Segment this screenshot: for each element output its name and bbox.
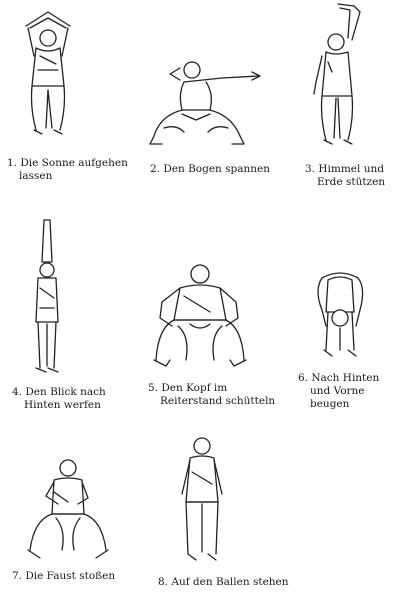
caption-3-line2: Erde stützen (317, 176, 386, 188)
caption-6-line3: beugen (310, 398, 350, 410)
caption-5-line1: 5. Den Kopf im (148, 382, 228, 394)
caption-7-line1: 7. Die Faust stoßen (12, 570, 116, 582)
caption-8: 8. Auf den Ballen stehen (158, 576, 289, 589)
caption-1-line2: lassen (19, 170, 53, 182)
figure-6-bend-forward (310, 268, 372, 360)
caption-3: 3. Himmel und Erde stützen (305, 163, 385, 189)
figure-8-stand-on-toes (174, 436, 232, 566)
caption-7: 7. Die Faust stoßen (12, 570, 115, 583)
figure-5-horse-stance (150, 262, 248, 370)
caption-1: 1. Die Sonne aufgehen lassen (7, 157, 128, 183)
caption-4-line1: 4. Den Blick nach (12, 386, 106, 398)
caption-3-line1: 3. Himmel und (305, 163, 384, 175)
figure-2-drawing-bow (140, 58, 265, 148)
caption-6: 6. Nach Hinten und Vorne beugen (298, 372, 379, 411)
caption-4-line2: Hinten werfen (24, 399, 101, 411)
caption-1-line1: 1. Die Sonne aufgehen (7, 157, 128, 169)
caption-4: 4. Den Blick nach Hinten werfen (12, 386, 106, 412)
figure-1-arms-overhead (18, 8, 78, 143)
caption-2-line1: 2. Den Bogen spannen (150, 163, 271, 175)
caption-8-line1: 8. Auf den Ballen stehen (158, 576, 289, 588)
caption-2: 2. Den Bogen spannen (150, 163, 270, 176)
figure-4-look-back (28, 218, 68, 378)
figure-7-punch (22, 458, 112, 566)
figure-3-heaven-earth (308, 0, 370, 150)
caption-5: 5. Den Kopf im Reiterstand schütteln (148, 382, 275, 408)
caption-6-line2: und Vorne (310, 385, 365, 397)
caption-6-line1: 6. Nach Hinten (298, 372, 380, 384)
caption-5-line2: Reiterstand schütteln (160, 395, 276, 407)
